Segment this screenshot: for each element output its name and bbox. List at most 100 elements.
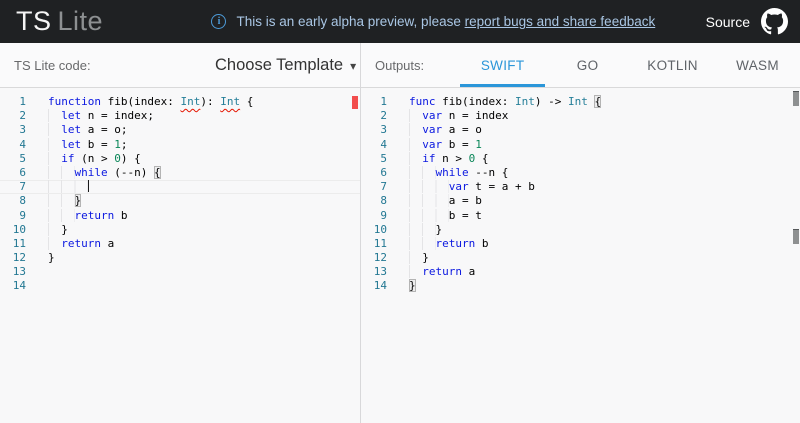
chevron-down-icon: ▾ bbox=[350, 59, 357, 73]
code-line[interactable]: 9 return b bbox=[0, 208, 360, 223]
code-text: while (--n) { bbox=[48, 165, 161, 180]
code-text: let b = 1; bbox=[48, 137, 128, 152]
code-line[interactable]: 11 return a bbox=[0, 236, 360, 251]
code-line[interactable]: 7 var t = a + b bbox=[361, 180, 800, 194]
code-text: return b bbox=[409, 236, 489, 251]
code-line[interactable]: 5 if (n > 0) { bbox=[0, 151, 360, 166]
code-text: } bbox=[409, 251, 429, 265]
code-line[interactable]: 4 var b = 1 bbox=[361, 137, 800, 152]
code-text: } bbox=[409, 222, 442, 237]
code-text: } bbox=[409, 279, 416, 293]
line-number: 10 bbox=[373, 222, 387, 236]
code-text: var n = index bbox=[409, 109, 508, 123]
source-panel: TS Lite code: Choose Template ▾ 1 functio… bbox=[0, 43, 361, 423]
source-toolbar: TS Lite code: Choose Template ▾ bbox=[0, 43, 360, 88]
line-number: 9 bbox=[380, 208, 387, 222]
line-number: 8 bbox=[19, 194, 26, 208]
code-text: var b = 1 bbox=[409, 137, 482, 152]
line-number: 5 bbox=[19, 151, 26, 165]
code-line[interactable]: 1 function fib(index: Int): Int { bbox=[0, 95, 360, 109]
code-line[interactable]: 8 a = b bbox=[361, 194, 800, 208]
output-tabs: SWIFT GO KOTLIN WASM bbox=[460, 43, 800, 87]
code-text: } bbox=[48, 194, 82, 208]
tab-wasm[interactable]: WASM bbox=[736, 57, 779, 73]
code-line[interactable]: 7 bbox=[0, 180, 360, 194]
code-text: if (n > 0) { bbox=[48, 151, 141, 166]
code-line[interactable]: 2 let n = index; bbox=[0, 109, 360, 123]
code-text bbox=[48, 180, 90, 194]
line-number: 1 bbox=[19, 95, 26, 108]
line-number: 13 bbox=[373, 265, 387, 279]
code-text: function fib(index: Int): Int { bbox=[48, 95, 254, 108]
code-line[interactable]: 5 if n > 0 { bbox=[361, 151, 800, 166]
line-number: 7 bbox=[380, 180, 387, 194]
code-text: a = b bbox=[409, 194, 482, 208]
line-number: 11 bbox=[12, 236, 26, 250]
code-line[interactable]: 13 bbox=[0, 265, 360, 279]
code-text: if n > 0 { bbox=[409, 151, 489, 166]
code-line[interactable]: 3 let a = o; bbox=[0, 123, 360, 137]
code-line[interactable]: 10 } bbox=[361, 222, 800, 237]
feedback-link[interactable]: report bugs and share feedback bbox=[464, 14, 656, 29]
line-number: 2 bbox=[19, 109, 26, 123]
error-overview-marker[interactable] bbox=[352, 96, 358, 109]
banner-message: This is an early alpha preview, please bbox=[236, 14, 465, 29]
line-number: 12 bbox=[12, 251, 26, 265]
line-number: 7 bbox=[19, 180, 26, 194]
output-panel: Outputs: SWIFT GO KOTLIN WASM 1 func fib(ind… bbox=[361, 43, 800, 423]
line-number: 4 bbox=[19, 137, 26, 151]
code-line[interactable]: 12} bbox=[0, 251, 360, 265]
line-number: 5 bbox=[380, 151, 387, 165]
line-number: 6 bbox=[380, 165, 387, 179]
logo-primary: TS bbox=[16, 6, 52, 36]
code-line[interactable]: 4 let b = 1; bbox=[0, 137, 360, 152]
code-text: return a bbox=[409, 265, 475, 279]
code-text: var t = a + b bbox=[409, 180, 535, 194]
code-line[interactable]: 14 bbox=[0, 279, 360, 293]
scroll-marker-mid[interactable] bbox=[793, 229, 799, 244]
line-number: 3 bbox=[19, 123, 26, 137]
alpha-banner: i This is an early alpha preview, please… bbox=[161, 14, 706, 29]
choose-template-dropdown[interactable]: Choose Template ▾ bbox=[215, 43, 356, 87]
tab-kotlin[interactable]: KOTLIN bbox=[647, 57, 698, 73]
code-text: func fib(index: Int) -> Int { bbox=[409, 95, 602, 108]
code-line[interactable]: 13 return a bbox=[361, 265, 800, 279]
code-text: let n = index; bbox=[48, 109, 154, 123]
code-line[interactable]: 10 } bbox=[0, 222, 360, 237]
source-section: Source bbox=[706, 8, 800, 35]
code-line[interactable]: 14} bbox=[361, 279, 800, 293]
code-line[interactable]: 12 } bbox=[361, 251, 800, 265]
code-line[interactable]: 9 b = t bbox=[361, 208, 800, 223]
line-number: 3 bbox=[380, 123, 387, 137]
info-icon: i bbox=[211, 14, 227, 29]
text-cursor bbox=[87, 180, 90, 193]
scroll-marker-top[interactable] bbox=[793, 91, 799, 106]
code-text: while --n { bbox=[409, 165, 508, 180]
line-number: 4 bbox=[380, 137, 387, 151]
github-icon[interactable] bbox=[761, 8, 788, 35]
code-line[interactable]: 2 var n = index bbox=[361, 109, 800, 123]
code-text: b = t bbox=[409, 208, 482, 223]
tab-swift[interactable]: SWIFT bbox=[460, 43, 545, 87]
code-line[interactable]: 6 while (--n) { bbox=[0, 165, 360, 180]
line-number: 10 bbox=[12, 222, 26, 236]
tab-go[interactable]: GO bbox=[576, 57, 599, 73]
logo-secondary: Lite bbox=[57, 6, 104, 36]
code-line[interactable]: 6 while --n { bbox=[361, 165, 800, 180]
source-link[interactable]: Source bbox=[705, 13, 750, 30]
code-line[interactable]: 3 var a = o bbox=[361, 123, 800, 137]
choose-template-label: Choose Template bbox=[215, 55, 344, 74]
line-number: 1 bbox=[380, 95, 387, 108]
line-number: 12 bbox=[373, 251, 387, 265]
line-number: 14 bbox=[12, 279, 26, 293]
code-line[interactable]: 1 func fib(index: Int) -> Int { bbox=[361, 95, 800, 109]
output-panel-label: Outputs: bbox=[375, 57, 425, 73]
source-panel-label: TS Lite code: bbox=[14, 57, 91, 73]
line-number: 2 bbox=[380, 109, 387, 123]
code-line[interactable]: 11 return b bbox=[361, 236, 800, 251]
code-line[interactable]: 8 } bbox=[0, 194, 360, 208]
